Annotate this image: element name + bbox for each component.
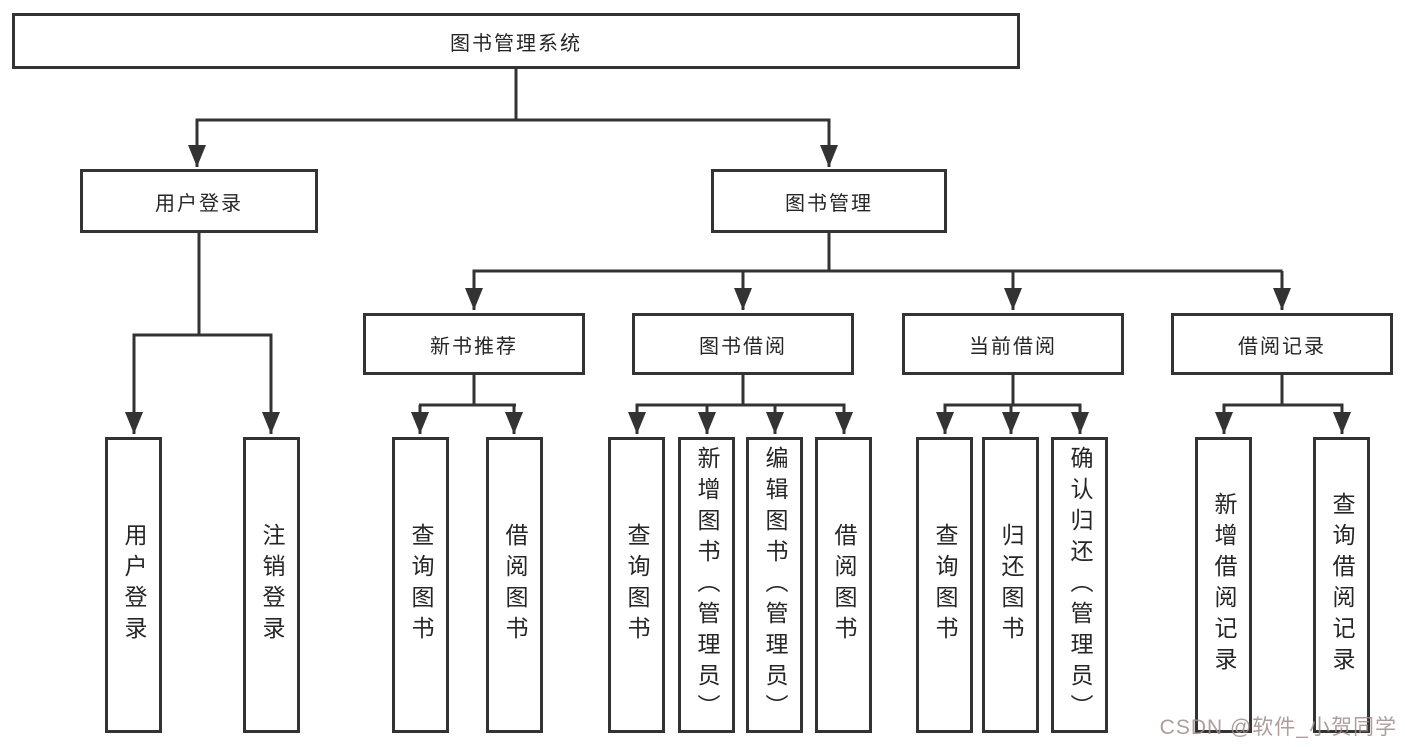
leaf-return-books-label: 归还图书 [998, 523, 1024, 647]
leaf-add-borrow-record: 新增借阅记录 [1195, 437, 1252, 733]
leaf-user-login-label: 用户登录 [121, 523, 147, 647]
leaf-borrow-books: 借阅图书 [815, 437, 872, 733]
leaf-confirm-return-admin: 确认归还（管理员） [1051, 437, 1108, 733]
leaf-query-borrow-record-label: 查询借阅记录 [1329, 492, 1355, 678]
node-borrow-records-label: 借阅记录 [1238, 335, 1326, 358]
node-book-borrow: 图书借阅 [632, 313, 854, 375]
node-user-login-label: 用户登录 [155, 192, 243, 215]
leaf-query-books-current-label: 查询图书 [932, 523, 958, 647]
leaf-query-books-recommend-label: 查询图书 [408, 523, 434, 647]
leaf-add-books-admin: 新增图书（管理员） [678, 437, 735, 733]
leaf-query-borrow-record: 查询借阅记录 [1313, 437, 1370, 733]
node-book-management: 图书管理 [711, 169, 947, 233]
leaf-logout-label: 注销登录 [259, 523, 285, 647]
leaf-query-books-recommend: 查询图书 [392, 437, 449, 733]
node-book-management-label: 图书管理 [785, 192, 873, 215]
leaf-add-borrow-record-label: 新增借阅记录 [1211, 492, 1237, 678]
node-current-borrow: 当前借阅 [902, 313, 1124, 375]
leaf-confirm-return-admin-label: 确认归还（管理员） [1067, 445, 1093, 725]
leaf-logout: 注销登录 [243, 437, 300, 733]
node-new-book-recommend: 新书推荐 [363, 313, 585, 375]
leaf-add-books-admin-label: 新增图书（管理员） [694, 445, 720, 725]
node-root-label: 图书管理系统 [450, 32, 582, 55]
leaf-borrow-books-label: 借阅图书 [831, 523, 857, 647]
leaf-user-login: 用户登录 [105, 437, 162, 733]
leaf-query-books-borrow-label: 查询图书 [624, 523, 650, 647]
node-user-login: 用户登录 [80, 169, 318, 233]
leaf-borrow-books-recommend: 借阅图书 [486, 437, 543, 733]
leaf-query-books-current: 查询图书 [916, 437, 973, 733]
watermark: CSDN @软件_小贺同学 [1159, 716, 1397, 739]
leaf-edit-books-admin-label: 编辑图书（管理员） [762, 445, 788, 725]
node-borrow-records: 借阅记录 [1171, 313, 1393, 375]
node-root: 图书管理系统 [12, 13, 1020, 69]
node-new-book-recommend-label: 新书推荐 [430, 335, 518, 358]
node-current-borrow-label: 当前借阅 [969, 335, 1057, 358]
node-book-borrow-label: 图书借阅 [699, 335, 787, 358]
leaf-query-books-borrow: 查询图书 [608, 437, 665, 733]
leaf-return-books: 归还图书 [982, 437, 1039, 733]
leaf-borrow-books-recommend-label: 借阅图书 [502, 523, 528, 647]
leaf-edit-books-admin: 编辑图书（管理员） [746, 437, 803, 733]
